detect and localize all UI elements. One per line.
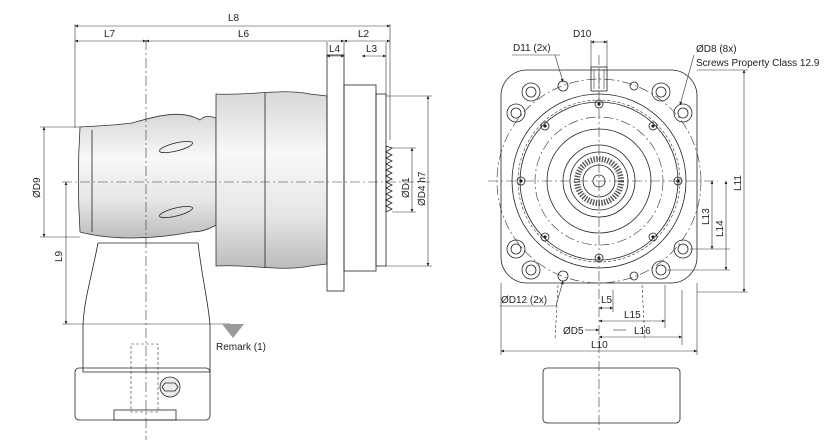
slot-upper (159, 140, 193, 154)
base-slot (130, 343, 159, 413)
dim-label-d5: ØD5 (563, 326, 584, 337)
output-gear (385, 145, 393, 213)
dim-label-l8: L8 (228, 13, 240, 24)
dim-label-l7: L7 (104, 29, 116, 40)
dim-label-l3: L3 (366, 44, 378, 55)
angle-head-body (78, 113, 217, 239)
front-motor-block (542, 367, 681, 424)
screws-note: Screws Property Class 12.9 (696, 58, 820, 69)
dim-label-d10: D10 (573, 29, 592, 40)
dim-label-l4: L4 (329, 44, 341, 55)
front-view: D10 D11 (2x) ØD8 (8x) Screws Property Cl… (488, 29, 820, 430)
dim-label-l16: L16 (634, 326, 651, 337)
dim-label-d1: ØD1 (401, 177, 412, 198)
dim-label-l10: L10 (591, 340, 608, 351)
dim-label-d12: ØD12 (2x) (501, 295, 547, 306)
corner-bolts (506, 82, 693, 280)
motor-housing-vertical (82, 242, 211, 373)
base-foot (113, 409, 177, 421)
dim-label-l14: L14 (715, 220, 726, 237)
dim-label-l9: L9 (54, 250, 65, 262)
gearbox-body (215, 91, 328, 269)
dim-label-d11: D11 (2x) (513, 43, 551, 54)
pin-hole-bottom-right (629, 271, 639, 281)
slot-lower (159, 205, 193, 219)
dim-label-l15: L15 (624, 310, 641, 321)
hex-socket-icon (159, 376, 181, 398)
remark-triangle-icon (222, 324, 244, 338)
output-flange (326, 54, 345, 292)
flange-neck (343, 84, 377, 272)
output-pilot (375, 93, 387, 267)
pin-hole-bottom (557, 270, 569, 282)
dim-label-l2: L2 (358, 29, 370, 40)
dim-label-d9: ØD9 (32, 177, 43, 198)
dim-label-l5: L5 (601, 295, 613, 306)
pin-hole-top (557, 80, 569, 92)
remark-label: Remark (1) (216, 342, 266, 353)
dim-label-l6: L6 (238, 29, 250, 40)
dim-label-d4: ØD4 h7 (417, 171, 428, 206)
dim-label-d8: ØD8 (8x) (696, 44, 737, 55)
pin-hole-top-right (629, 81, 639, 91)
side-view: L8 L7 L6 L2 L4 L3 ØD9 L9 ØD1 ØD4 h7 Rema… (32, 13, 432, 440)
dim-label-l13: L13 (701, 208, 712, 225)
dim-label-l11: L11 (733, 175, 744, 191)
